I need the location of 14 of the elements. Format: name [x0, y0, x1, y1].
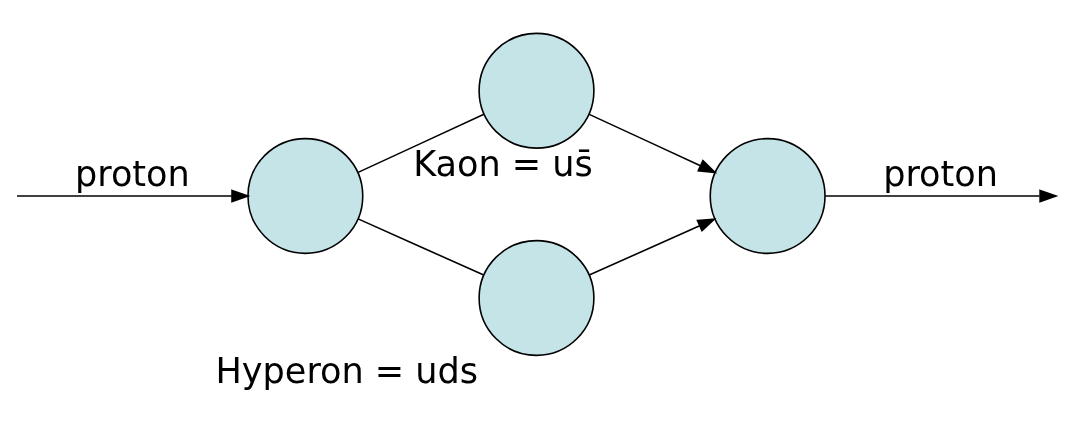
edge-label: proton: [883, 152, 998, 194]
node-label: Hyperon = uds: [215, 349, 479, 391]
arrow: [588, 113, 718, 173]
node-circle: [478, 239, 595, 356]
node-label: Kaon = us̄: [413, 142, 593, 184]
arrow: [16, 188, 251, 203]
node-circle: [247, 137, 364, 254]
node-circle: [709, 137, 826, 254]
connector: [357, 113, 485, 173]
edge-label: proton: [75, 152, 190, 194]
connector: [357, 217, 484, 276]
arrow: [588, 217, 717, 276]
arrow: [824, 188, 1059, 203]
node-circle: [478, 32, 595, 149]
